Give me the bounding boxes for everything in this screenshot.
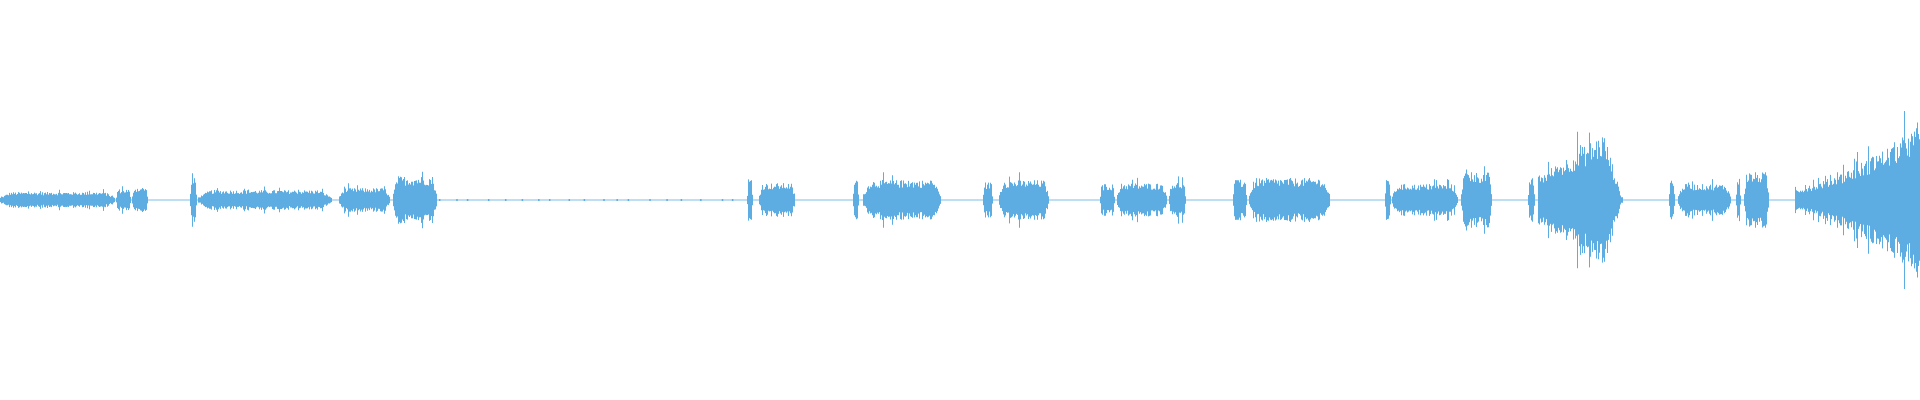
waveform-segment bbox=[190, 173, 197, 227]
waveform-segment bbox=[339, 183, 390, 217]
waveform-segment bbox=[1795, 111, 1920, 289]
waveform-segment bbox=[983, 182, 993, 218]
waveform-segment bbox=[1249, 178, 1330, 222]
waveform-segment bbox=[863, 172, 941, 228]
waveform-segment bbox=[1385, 180, 1391, 220]
waveform-segment bbox=[1736, 178, 1741, 222]
waveform-segment bbox=[1528, 178, 1535, 222]
waveform-segment bbox=[1669, 180, 1675, 220]
waveform-silence-dots bbox=[438, 199, 734, 201]
waveform-segment bbox=[1117, 177, 1167, 223]
waveform-segment bbox=[116, 186, 131, 214]
waveform-segment bbox=[198, 186, 332, 214]
waveform-segment bbox=[1744, 172, 1769, 228]
waveform-segment bbox=[132, 188, 148, 212]
waveform-bars bbox=[0, 111, 1920, 289]
waveform-segment bbox=[1461, 166, 1492, 234]
waveform-segment bbox=[1100, 184, 1115, 216]
waveform-segment bbox=[999, 172, 1049, 228]
waveform-segment bbox=[0, 189, 115, 211]
waveform-segment bbox=[1392, 179, 1458, 221]
waveform-segment bbox=[1538, 131, 1623, 269]
waveform-segment bbox=[853, 180, 859, 220]
waveform-segment bbox=[393, 171, 437, 229]
waveform-segment bbox=[1678, 179, 1731, 221]
waveform-segment bbox=[1233, 179, 1247, 221]
waveform-segment bbox=[759, 183, 795, 217]
waveform-segment bbox=[1169, 176, 1186, 224]
waveform-segment bbox=[747, 179, 753, 221]
